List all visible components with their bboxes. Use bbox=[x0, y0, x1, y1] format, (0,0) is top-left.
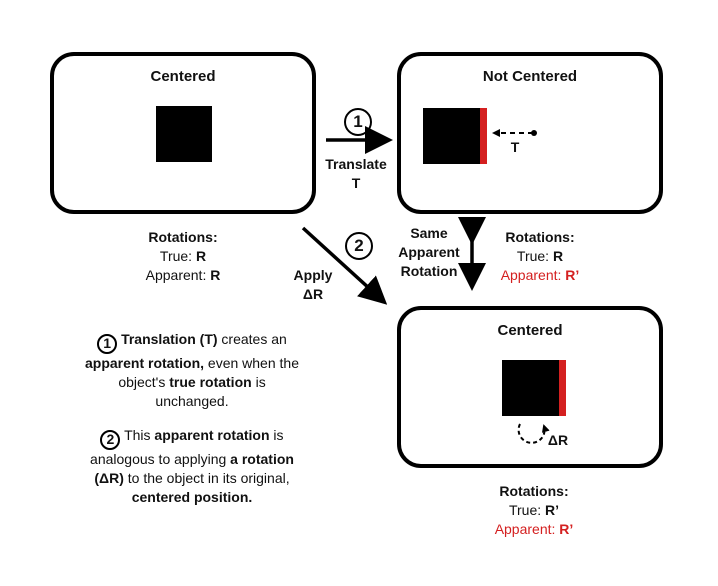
black-square bbox=[156, 106, 212, 162]
caption-top-right: Rotations: True: R Apparent: R’ bbox=[500, 229, 580, 283]
caption-bottom-right: Rotations: True: R’ Apparent: R’ bbox=[494, 483, 574, 537]
note-translation: 1 Translation (T) creates an apparent ro… bbox=[85, 331, 299, 409]
red-side-face bbox=[480, 108, 487, 164]
step-2-badge-small: 2 bbox=[100, 429, 121, 450]
panel-title: Centered bbox=[497, 322, 563, 339]
dashed-rotation-loop bbox=[517, 423, 550, 444]
black-square-translated bbox=[423, 108, 480, 164]
same-apparent-rotation-label: Same Apparent Rotation bbox=[398, 225, 460, 279]
apply-label: Apply ΔR bbox=[293, 267, 333, 302]
apply-rotation-arrow bbox=[301, 226, 388, 305]
translation-origin-dot bbox=[531, 130, 537, 136]
rotation-delta-label: ΔR bbox=[547, 432, 569, 448]
panel-not-centered: Not Centered T bbox=[397, 52, 663, 214]
translation-offset-label: T bbox=[510, 139, 520, 155]
step-2-badge: 2 bbox=[345, 232, 373, 260]
translate-label: Translate T bbox=[325, 156, 387, 191]
step-1-badge: 1 bbox=[344, 108, 372, 136]
note-apparent-rotation: 2 This apparent rotation is analogous to… bbox=[90, 427, 294, 505]
panel-title: Centered bbox=[150, 68, 216, 85]
panel-title: Not Centered bbox=[482, 68, 578, 85]
black-square-rotated bbox=[502, 360, 559, 416]
red-side-face bbox=[559, 360, 566, 416]
panel-centered-original: Centered bbox=[50, 52, 316, 214]
step-1-badge-small: 1 bbox=[97, 333, 118, 354]
panel-centered-rotated: Centered ΔR bbox=[397, 306, 663, 468]
caption-top-left: Rotations: True: R Apparent: R bbox=[145, 229, 221, 283]
